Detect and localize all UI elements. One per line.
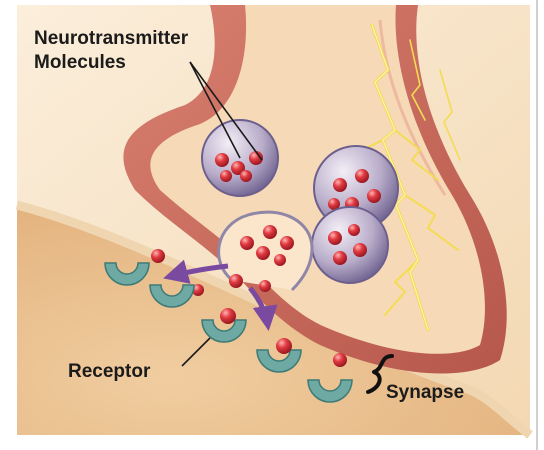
neurotransmitter-label-line2: Molecules <box>34 52 126 73</box>
vesicle-molecule <box>367 189 381 203</box>
vesicle-molecule <box>328 231 342 245</box>
cleft-molecule <box>333 353 347 367</box>
vesicle-molecule <box>240 170 252 182</box>
cleft-molecule <box>151 249 165 263</box>
vesicle-molecule <box>355 169 369 183</box>
released-molecule <box>256 246 270 260</box>
vesicle <box>312 207 388 283</box>
receptor-label: Receptor <box>68 361 151 382</box>
vesicle-molecule <box>215 153 229 167</box>
bound-molecule <box>220 308 236 324</box>
vesicle-molecule <box>353 243 367 257</box>
released-molecule <box>263 225 277 239</box>
released-molecule <box>259 280 271 292</box>
released-molecule <box>229 274 243 288</box>
released-molecule <box>280 236 294 250</box>
bound-molecule <box>276 338 292 354</box>
released-molecule <box>274 254 286 266</box>
vesicle-molecule <box>333 251 347 265</box>
neurotransmitter-label-line1: Neurotransmitter <box>34 28 189 49</box>
released-molecule <box>240 236 254 250</box>
synapse-label: Synapse <box>386 382 464 403</box>
vesicle-molecule <box>220 170 232 182</box>
vesicle-molecule <box>333 178 347 192</box>
vesicle-molecule <box>348 224 360 236</box>
